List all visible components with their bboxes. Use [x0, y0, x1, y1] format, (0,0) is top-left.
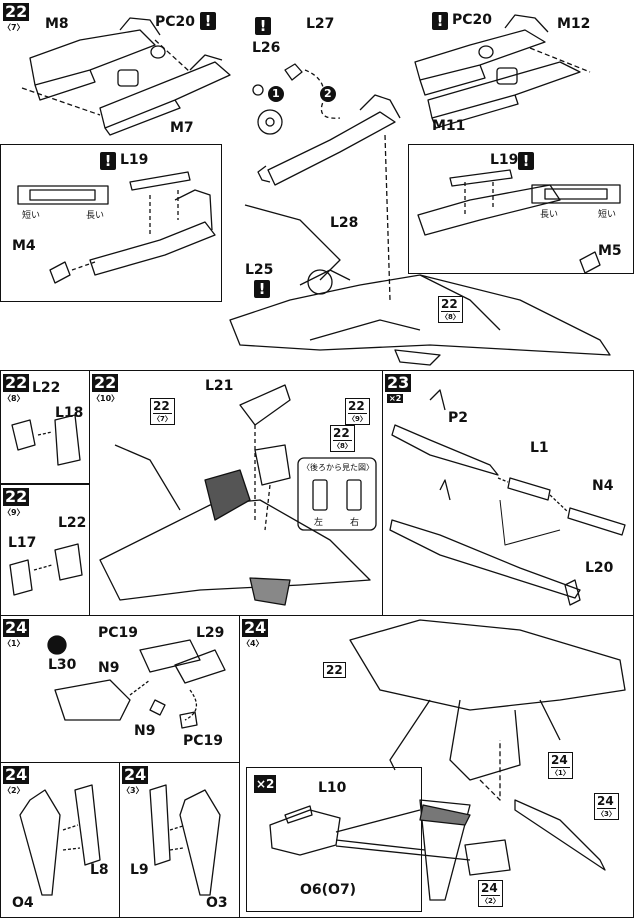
- label-l28: L28: [330, 215, 359, 231]
- label-l17: L17: [8, 535, 37, 551]
- panel-step-24-2: [0, 762, 120, 918]
- label-long-left: 短い: [22, 211, 41, 221]
- step-22-8-sub: 〈8〉: [3, 394, 25, 403]
- step-24-1-badge: 24: [3, 618, 30, 637]
- label-l27: L27: [306, 16, 335, 32]
- label-x2: ×2: [254, 775, 277, 793]
- label-l21: L21: [205, 378, 234, 394]
- label-l22-bottom: L22: [58, 515, 87, 531]
- label-pc20-right: PC20: [452, 12, 493, 28]
- step-24-4-sub: 〈4〉: [242, 639, 264, 648]
- label-l29: L29: [196, 625, 225, 641]
- panel-step-22-9: [0, 484, 90, 616]
- label-pc19-bottom: PC19: [183, 733, 224, 749]
- label-m12: M12: [557, 16, 591, 32]
- part-m7-drawing: [99, 54, 231, 136]
- panel-step-23: [382, 370, 634, 616]
- label-back-view: 〈後ろから見た図〉: [302, 463, 374, 472]
- label-l19-left: L19: [120, 152, 149, 168]
- part-m11-drawing: [427, 61, 581, 129]
- step-22-9-sub: 〈9〉: [3, 508, 25, 517]
- warning-icon: !: [432, 12, 448, 30]
- step-24-1-drawing: [47, 635, 226, 729]
- step-22-10-badge: 22: [92, 373, 119, 392]
- label-short-right: 短い: [598, 210, 617, 220]
- label-n4: N4: [592, 478, 614, 494]
- l19-sub-right-drawing: [417, 169, 621, 274]
- label-l10: L10: [318, 780, 347, 796]
- label-l22-top: L22: [32, 380, 61, 396]
- label-m4: M4: [12, 238, 36, 254]
- label-pc19-top: PC19: [98, 625, 139, 641]
- step-22-9-badge: 22: [3, 487, 30, 506]
- ref-tag-24-3: 24〈3〉: [594, 793, 619, 820]
- step-24-1-sub: 〈1〉: [3, 639, 25, 648]
- warning-icon: !: [100, 152, 116, 170]
- label-l9: L9: [130, 862, 149, 878]
- step-24-3-sub: 〈3〉: [122, 786, 144, 795]
- label-n9-top: N9: [98, 660, 120, 676]
- step-22-7-sub: 〈7〉: [3, 23, 25, 32]
- step-23-sub: ×2: [387, 394, 404, 403]
- label-o4: O4: [12, 895, 34, 911]
- label-l8: L8: [90, 862, 109, 878]
- warning-icon: !: [254, 280, 270, 298]
- barrel-assembly-drawing: [252, 63, 401, 301]
- label-left-side: 左: [314, 518, 324, 528]
- step-24-4-drawing: [269, 619, 626, 901]
- step-22-10-sub: 〈10〉: [92, 394, 120, 403]
- label-m5: M5: [598, 243, 622, 259]
- label-m11: M11: [432, 118, 466, 134]
- warning-icon: !: [518, 152, 534, 170]
- label-l25: L25: [245, 262, 274, 278]
- label-right-side: 右: [350, 518, 360, 528]
- label-short-left: 長い: [86, 211, 105, 221]
- label-l26: L26: [252, 40, 281, 56]
- step-24-2-sub: 〈2〉: [3, 786, 25, 795]
- step-22-8-badge: 22: [3, 373, 30, 392]
- label-l1: L1: [530, 440, 549, 456]
- label-p2: P2: [448, 410, 469, 426]
- step-23-drawing: [389, 389, 626, 606]
- ref-tag-22-9: 22〈9〉: [345, 398, 370, 425]
- panel-step-24-3: [119, 762, 240, 918]
- label-m8: M8: [45, 16, 69, 32]
- step-22-10-drawing: [99, 384, 371, 606]
- warning-icon: !: [200, 12, 216, 30]
- label-l18: L18: [55, 405, 84, 421]
- panel-step-24-1: [0, 615, 240, 763]
- step-24-2-drawing: [19, 784, 101, 896]
- step-24-3-drawing: [149, 784, 221, 896]
- step-24-2-badge: 24: [3, 765, 30, 784]
- label-l20: L20: [585, 560, 614, 576]
- label-n9-bottom: N9: [134, 723, 156, 739]
- warning-icon: !: [255, 17, 271, 35]
- ref-tag-22-8: 22〈8〉: [330, 425, 355, 452]
- panel-step-22-7-sub-left: [0, 144, 222, 302]
- ref-tag-22: 22: [323, 662, 346, 678]
- label-long-right: 長い: [540, 210, 559, 220]
- step-24-3-badge: 24: [122, 765, 149, 784]
- l19-sub-left-drawing: [17, 171, 216, 284]
- label-pc20-left: PC20: [155, 14, 196, 30]
- label-m7: M7: [170, 120, 194, 136]
- part-m8-drawing: [29, 17, 161, 101]
- label-o6-o7: O6(O7): [300, 882, 357, 898]
- step-22-8-drawing: [11, 414, 81, 466]
- label-l30: L30: [48, 657, 77, 673]
- ref-tag-24-1: 24〈1〉: [548, 752, 573, 779]
- ref-tag-24-2: 24〈2〉: [478, 880, 503, 907]
- part-m12-drawing: [414, 14, 549, 96]
- label-l19-right: L19: [490, 152, 519, 168]
- main-wing-assembly-drawing: [229, 204, 611, 366]
- ref-tag-22-8-main: 22〈8〉: [438, 296, 463, 323]
- label-o3: O3: [206, 895, 228, 911]
- step-24-4-badge: 24: [242, 618, 269, 637]
- ref-tag-22-7: 22〈7〉: [150, 398, 175, 425]
- step-23-badge: 23: [385, 373, 412, 392]
- step-22-9-drawing: [9, 543, 83, 596]
- step-22-7-badge: 22: [3, 2, 30, 21]
